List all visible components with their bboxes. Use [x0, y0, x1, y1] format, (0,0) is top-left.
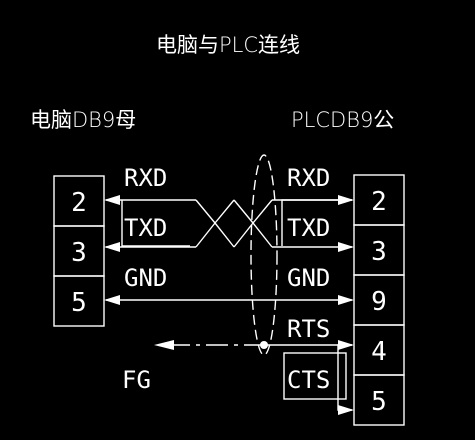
left-rxd-label: RXD: [124, 164, 167, 192]
gnd-right-arrow: [338, 295, 354, 305]
right-txd-arrow: [338, 242, 354, 252]
left-connector: 2 3 5: [53, 175, 105, 327]
loopback-wire: [337, 344, 352, 411]
left-txd-arrow: [104, 242, 120, 252]
rts-cts-loopback: [264, 340, 354, 415]
right-pin-5: 5: [371, 387, 387, 417]
left-pin-3: 3: [71, 238, 87, 268]
crossed-wires: [104, 195, 354, 252]
cross-wire-d: [233, 199, 273, 248]
left-rxd-arrow: [104, 195, 120, 205]
right-pin-4: 4: [371, 337, 387, 367]
right-connector-label: PLCDB9公: [291, 108, 394, 132]
left-txd-label: TXD: [124, 214, 167, 242]
fg-arrow: [154, 340, 174, 350]
right-connector: 2 3 9 4 5: [353, 174, 405, 426]
gnd-left-arrow: [104, 295, 120, 305]
right-pin-2: 2: [371, 187, 387, 217]
right-pin-box-5: [353, 374, 405, 426]
cts-frame: [283, 352, 347, 400]
shield-ellipse: [250, 154, 278, 356]
left-gnd-label: GND: [124, 264, 167, 292]
left-txd-frame: [121, 200, 190, 247]
cable-shield: [154, 154, 278, 356]
left-connector-label: 电脑DB9母: [30, 108, 136, 132]
right-pin-3: 3: [371, 237, 387, 267]
cts-label: CTS: [287, 366, 330, 394]
right-rxd-label: RXD: [287, 164, 330, 192]
right-txd-label: TXD: [287, 214, 330, 242]
right-pin-9: 9: [371, 287, 387, 317]
diagram-title: 电脑与PLC连线: [156, 33, 300, 57]
shield-node: [260, 341, 268, 349]
cts-arrow: [338, 405, 354, 415]
cross-wire-b: [195, 199, 235, 248]
fg-label: FG: [122, 366, 151, 394]
rts-label: RTS: [287, 315, 330, 343]
rts-arrow: [338, 340, 354, 350]
right-gnd-label: GND: [287, 264, 330, 292]
gnd-wire: [104, 295, 354, 305]
right-rxd-arrow: [338, 195, 354, 205]
left-pin-2: 2: [71, 188, 87, 218]
left-pin-box-3: [53, 275, 105, 327]
left-pin-5: 5: [71, 288, 87, 318]
